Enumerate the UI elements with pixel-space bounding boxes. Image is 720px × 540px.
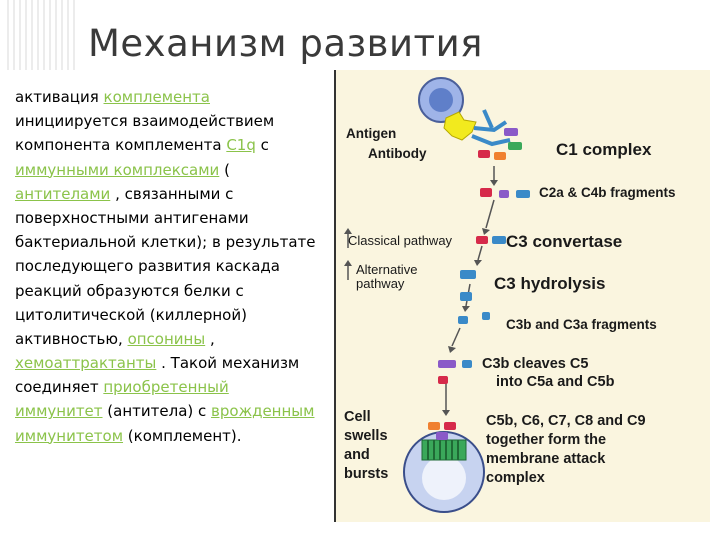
- body-line: поверхностными антигенами: [15, 206, 345, 230]
- body-text-segment: цитолитической (киллерной): [15, 305, 247, 324]
- term-link[interactable]: иммунными комплексами: [15, 160, 220, 179]
- term-link[interactable]: C1q: [226, 136, 256, 155]
- body-text-segment: активация: [15, 88, 104, 106]
- body-line: реакций образуются белки с: [15, 279, 345, 303]
- c1-complex-label: C1 complex: [556, 140, 652, 159]
- c2a-c4b-label: C2a & C4b fragments: [539, 185, 676, 200]
- term-link[interactable]: хемоаттрактанты: [15, 354, 157, 373]
- body-text-segment: (комплемент).: [123, 426, 242, 445]
- antigen-label: Antigen: [346, 126, 397, 141]
- body-text-segment: . Такой механизм: [156, 354, 300, 373]
- body-text-segment: поверхностными антигенами: [15, 208, 249, 227]
- body-text: активация комплемента инициируется взаимо…: [15, 85, 345, 448]
- body-text-segment: соединяет: [15, 378, 104, 397]
- body-text-segment: ,: [205, 329, 215, 348]
- body-line: соединяет приобретенный: [15, 375, 345, 399]
- body-line: хемоаттрактанты . Такой механизм: [15, 351, 345, 375]
- c3-hydrolysis-label: C3 hydrolysis: [494, 274, 606, 293]
- term-link[interactable]: иммунитет: [15, 402, 103, 421]
- complement-cascade-figure: Antigen Antibody C1 complex C2a & C4b fr…: [334, 70, 710, 522]
- body-line: компонента комплемента C1q с: [15, 133, 345, 157]
- term-link[interactable]: антителами: [15, 184, 111, 203]
- body-line: цитолитической (киллерной): [15, 303, 345, 327]
- antibody-icon: [471, 109, 511, 147]
- term-link[interactable]: врожденным: [211, 402, 315, 421]
- term-link[interactable]: приобретенный: [103, 378, 229, 397]
- body-text-segment: (антитела) с: [102, 402, 212, 421]
- body-line: иммунитет (антитела) с врожденным: [15, 399, 345, 423]
- body-text-segment: бактериальной клетки); в результате: [15, 233, 316, 252]
- body-text-segment: реакций образуются белки с: [15, 281, 244, 300]
- figure-graphics: [334, 70, 710, 522]
- body-text-segment: компонента комплемента: [15, 136, 227, 155]
- term-link[interactable]: иммунитетом: [15, 426, 124, 445]
- c3-convertase-label: C3 convertase: [506, 232, 623, 251]
- body-line: иммунитетом (комплемент).: [15, 424, 345, 448]
- body-line: активностью, опсонины ,: [15, 327, 345, 351]
- classical-pathway-label: Classical pathway: [348, 233, 453, 248]
- body-line: активация комплемента: [15, 85, 345, 109]
- body-text-segment: последующего развития каскада: [15, 257, 280, 276]
- antibody-label: Antibody: [368, 146, 427, 161]
- c3b-c3a-label: C3b and C3a fragments: [506, 317, 657, 332]
- body-line: бактериальной клетки); в результате: [15, 230, 345, 254]
- term-link[interactable]: комплемента: [103, 88, 210, 106]
- antigen-icon: [443, 111, 477, 141]
- term-link[interactable]: опсонины: [127, 329, 206, 348]
- body-line: последующего развития каскада: [15, 254, 345, 278]
- body-text-segment: с: [255, 136, 269, 155]
- body-text-segment: , связанными с: [110, 184, 234, 203]
- body-text-segment: активностью,: [15, 329, 128, 348]
- corner-decoration: [7, 0, 75, 70]
- page-title: Механизм развития: [88, 22, 483, 65]
- body-line: инициируется взаимодействием: [15, 109, 345, 133]
- body-text-segment: (: [219, 160, 230, 179]
- body-line: антителами , связанными с: [15, 182, 345, 206]
- body-text-segment: инициируется взаимодействием: [15, 112, 275, 131]
- body-line: иммунными комплексами (: [15, 158, 345, 182]
